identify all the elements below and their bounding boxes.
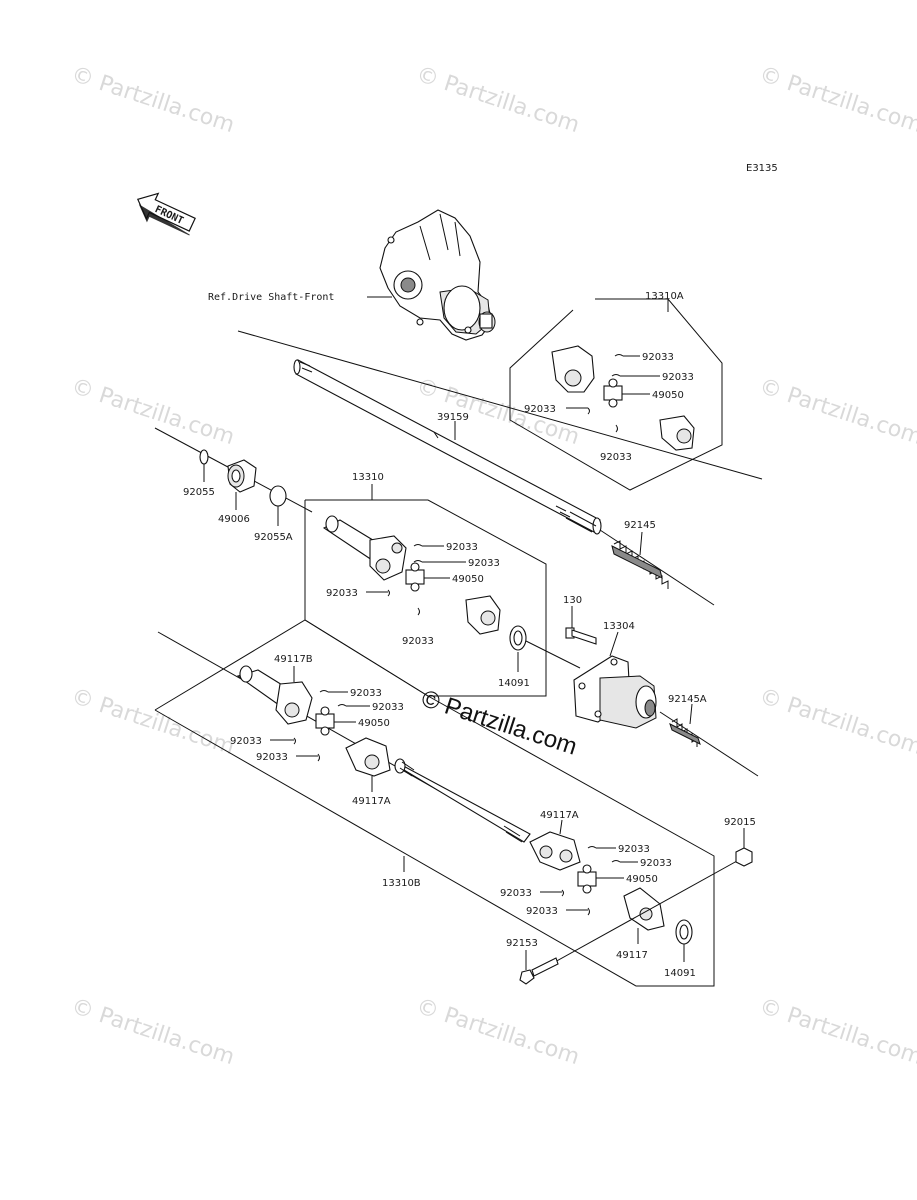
- watermark: © Partzilla.com: [756, 684, 917, 760]
- circlip-92033: [615, 424, 618, 433]
- label-49050: 49050: [626, 874, 658, 885]
- watermark: © Partzilla.com: [756, 374, 917, 450]
- circlip-92033: [587, 407, 590, 415]
- label-92033: 92033: [402, 636, 434, 647]
- bolt-axis-line: [525, 855, 747, 979]
- label-92055: 92055: [183, 487, 215, 498]
- yoke-49117A-right: [529, 831, 581, 871]
- label-49117B: 49117B: [274, 654, 313, 665]
- label-49050: 49050: [358, 718, 390, 729]
- watermark: © Partzilla.com: [413, 62, 582, 138]
- bolt-130: [565, 627, 597, 645]
- o-ring-92055: [199, 449, 209, 465]
- yoke-49117: [623, 887, 665, 931]
- spring-92145A: [669, 718, 701, 747]
- final-gear-case: [379, 209, 496, 341]
- label-130: 130: [563, 595, 582, 606]
- label-92145A: 92145A: [668, 694, 707, 705]
- cross-joint-49050-a: [603, 378, 623, 408]
- yoke-13310A-front: [551, 345, 595, 393]
- bracket-13310A: [509, 298, 723, 491]
- label-92055A: 92055A: [254, 532, 293, 543]
- label-92145: 92145: [624, 520, 656, 531]
- nut-92015: [735, 847, 753, 867]
- axis-line-upper: [237, 330, 763, 480]
- label-92033: 92033: [642, 352, 674, 363]
- label-13304: 13304: [603, 621, 635, 632]
- label-14091: 14091: [498, 678, 530, 689]
- yoke-13310A-rear: [659, 415, 695, 451]
- label-49117: 49117: [616, 950, 648, 961]
- label-92033: 92033: [372, 702, 404, 713]
- label-39159: 39159: [437, 412, 469, 423]
- watermark: © Partzilla.com: [413, 994, 582, 1070]
- spring-92145: [611, 540, 669, 589]
- watermark: © Partzilla.com: [68, 684, 237, 760]
- label-49117A: 49117A: [540, 810, 579, 821]
- o-ring-92055A: [269, 485, 287, 507]
- intermediate-shaft: [394, 758, 531, 843]
- label-92033: 92033: [640, 858, 672, 869]
- watermark: © Partzilla.com: [68, 994, 237, 1070]
- label-92033: 92033: [600, 452, 632, 463]
- watermark: © Partzilla.com: [756, 994, 917, 1070]
- label-13310B: 13310B: [382, 878, 421, 889]
- label-92033: 92033: [256, 752, 288, 763]
- label-13310A: 13310A: [645, 291, 684, 302]
- label-49117A: 49117A: [352, 796, 391, 807]
- diagram-code: E3135: [746, 163, 778, 174]
- front-arrow-icon: FRONT: [136, 192, 196, 236]
- watermark: © Partzilla.com: [68, 374, 237, 450]
- drive-shaft-39159: [293, 359, 602, 535]
- housing-13304: [573, 655, 657, 729]
- bracket-13310B: [154, 619, 715, 987]
- label-92153: 92153: [506, 938, 538, 949]
- yoke-13310-rear: [465, 595, 501, 635]
- seal-49006: [227, 459, 257, 493]
- cross-joint-49050-c: [315, 706, 335, 736]
- label-92033: 92033: [662, 372, 694, 383]
- label-92033: 92033: [326, 588, 358, 599]
- circlip-92033: [614, 354, 624, 357]
- label-92033: 92033: [350, 688, 382, 699]
- label-49050: 49050: [652, 390, 684, 401]
- cross-joint-49050-d: [577, 864, 597, 894]
- label-92033: 92033: [446, 542, 478, 553]
- yoke-49117A-left: [345, 737, 391, 777]
- label-92033: 92033: [524, 404, 556, 415]
- bolt-92153: [519, 957, 559, 985]
- label-92033: 92033: [618, 844, 650, 855]
- label-92033: 92033: [526, 906, 558, 917]
- label-13310: 13310: [352, 472, 384, 483]
- label-92033: 92033: [500, 888, 532, 899]
- label-14091: 14091: [664, 968, 696, 979]
- cross-joint-49050-b: [405, 562, 425, 592]
- circlip-92033: [611, 374, 621, 377]
- label-92033: 92033: [468, 558, 500, 569]
- yoke-49117B: [236, 665, 313, 725]
- label-49050: 49050: [452, 574, 484, 585]
- yoke-shaft-13310: [322, 515, 407, 581]
- label-92015: 92015: [724, 817, 756, 828]
- watermark: © Partzilla.com: [756, 62, 917, 138]
- ref-drive-shaft-label: Ref.Drive Shaft-Front: [208, 292, 334, 303]
- watermark: © Partzilla.com: [68, 62, 237, 138]
- label-92033: 92033: [230, 736, 262, 747]
- label-49006: 49006: [218, 514, 250, 525]
